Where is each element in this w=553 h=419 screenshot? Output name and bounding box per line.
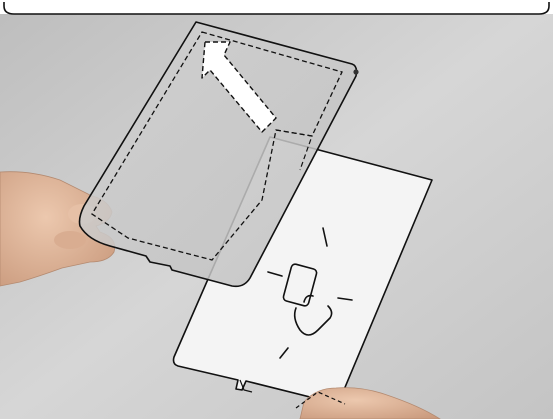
top-frame-border [0,0,553,14]
film-tab-dot [353,69,358,74]
